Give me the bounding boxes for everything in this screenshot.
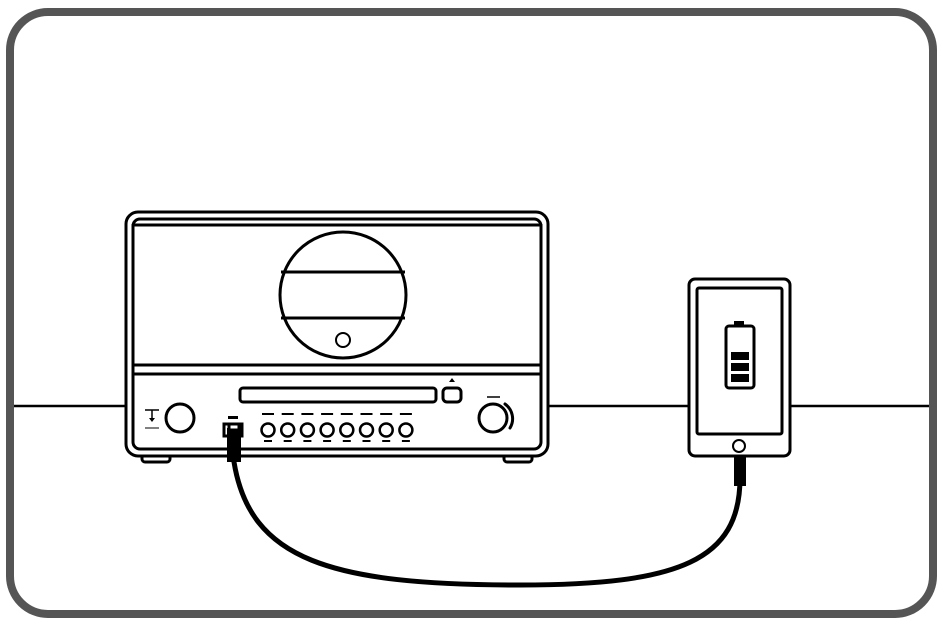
control-button[interactable]: [279, 422, 296, 438]
cd-slot: [238, 386, 438, 404]
control-button-label-mark: [321, 413, 334, 415]
control-button-sublabel-mark: [342, 440, 351, 442]
control-button[interactable]: [299, 422, 316, 438]
cable-wire: [231, 459, 743, 588]
control-button-sublabel-mark: [362, 440, 371, 442]
battery-icon: [724, 321, 756, 390]
control-button-sublabel-mark: [401, 440, 410, 442]
control-button-label-mark: [301, 413, 314, 415]
control-button-label-mark: [360, 413, 373, 415]
control-button[interactable]: [319, 422, 335, 438]
phone-home-button[interactable]: [732, 439, 746, 453]
control-button[interactable]: [339, 422, 355, 438]
control-button-sublabel-mark: [382, 440, 391, 442]
control-button-label-mark: [399, 413, 412, 415]
control-button-sublabel-mark: [283, 440, 292, 442]
volume-knob[interactable]: [477, 402, 509, 434]
control-button[interactable]: [398, 422, 414, 438]
battery-cell: [731, 363, 749, 371]
cable-plug-radio-tip: [227, 422, 241, 432]
usb-cable: [227, 422, 746, 588]
control-button-label-mark: [380, 413, 393, 415]
radio-body-outer: [124, 210, 550, 458]
phone-screen: [695, 286, 784, 436]
speaker-circle: [278, 230, 408, 360]
control-button-label-mark: [262, 413, 274, 415]
control-button-label-mark: [340, 413, 353, 415]
control-button-row: [260, 413, 414, 442]
battery-cell: [731, 352, 749, 360]
eject-button[interactable]: [441, 386, 463, 404]
smartphone: [687, 277, 792, 458]
radio-device: [124, 210, 550, 464]
control-button[interactable]: [378, 422, 394, 438]
volume-arc: [503, 402, 515, 430]
control-button-sublabel-mark: [303, 440, 312, 442]
control-button[interactable]: [358, 422, 375, 438]
eject-icon: [449, 378, 455, 382]
speaker-knob: [335, 332, 351, 348]
usb-port-label-mark: [228, 416, 238, 419]
control-button-sublabel-mark: [323, 440, 332, 442]
battery-cell: [731, 374, 749, 382]
control-button-sublabel-mark: [264, 440, 272, 442]
control-button[interactable]: [260, 422, 276, 438]
control-button-label-mark: [281, 413, 294, 415]
cable-plug-radio: [227, 428, 241, 462]
power-icon: [145, 409, 159, 429]
tuning-knob[interactable]: [164, 402, 196, 434]
cable-plug-phone: [734, 452, 746, 486]
